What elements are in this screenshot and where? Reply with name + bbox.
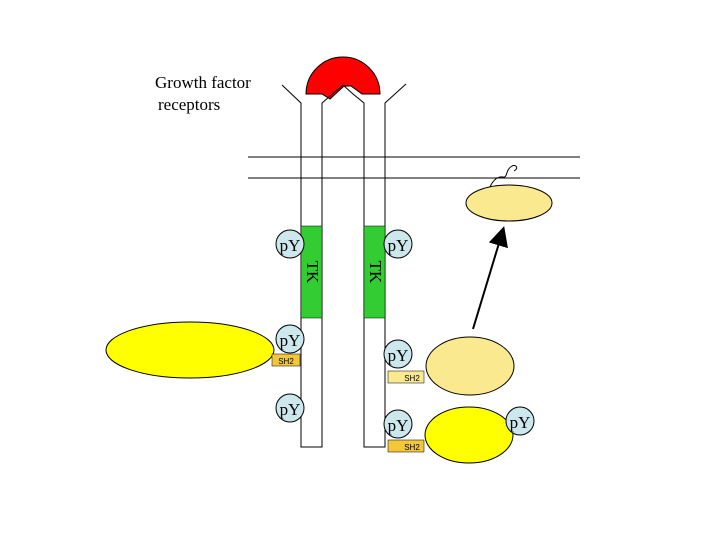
pale-adaptor-protein: [425, 336, 515, 396]
py-site-middle-left: pY: [275, 324, 305, 354]
svg-text:pY: pY: [280, 236, 301, 255]
translocation-arrow: [472, 226, 508, 330]
bright-adaptor-protein: [424, 406, 514, 464]
diagram-title-line-1: Growth factor: [155, 73, 251, 92]
svg-text:pY: pY: [510, 413, 531, 432]
left-sh2-label: SH2: [278, 357, 294, 366]
right-tk-label: TK: [366, 261, 385, 284]
svg-text:pY: pY: [388, 416, 409, 435]
growth-factor-ligand: [305, 56, 381, 100]
left-tk-label: TK: [303, 261, 322, 284]
middle-sh2-box: [387, 370, 425, 384]
svg-text:pY: pY: [280, 331, 301, 350]
diagram-title-line-2: receptors: [158, 95, 221, 114]
svg-text:pY: pY: [388, 346, 409, 365]
svg-text:pY: pY: [388, 236, 409, 255]
svg-text:pY: pY: [280, 400, 301, 419]
bottom-sh2-box: [387, 439, 425, 453]
left-sh2-box: [271, 353, 301, 367]
py-site-lower-left: pY: [275, 393, 305, 423]
receptor-outline: [281, 83, 407, 448]
py-site-middle-right: pY: [383, 339, 413, 369]
right-kinase-domain: [363, 225, 386, 319]
left-kinase-domain: [300, 225, 323, 319]
left-adaptor-protein: [105, 321, 275, 379]
py-site-lower-right: pY: [383, 409, 413, 439]
membrane-anchor-tail: [489, 165, 518, 188]
py-site-adaptor: pY: [505, 406, 535, 436]
py-site-upper-right: pY: [383, 229, 413, 259]
py-site-upper-left: pY: [275, 229, 305, 259]
bottom-sh2-label: SH2: [404, 443, 420, 452]
middle-sh2-label: SH2: [404, 374, 420, 383]
membrane-target-protein: [465, 184, 553, 222]
